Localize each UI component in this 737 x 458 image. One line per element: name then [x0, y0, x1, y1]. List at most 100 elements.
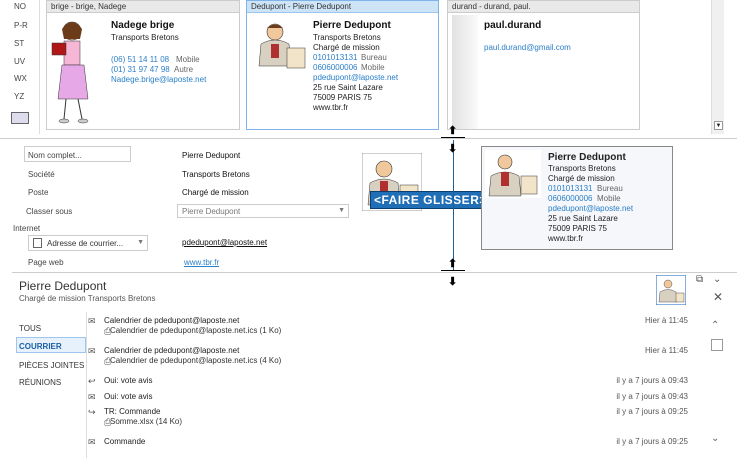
contact-phone[interactable]: (01) 31 97 47 98: [111, 65, 170, 74]
contact-card-icon: [33, 238, 42, 248]
person-name: Pierre Dedupont: [19, 279, 107, 293]
cards-scrollbar[interactable]: ▼: [711, 0, 724, 134]
contact-card[interactable]: durand - durand, paul. paul.durand paul.…: [447, 0, 640, 130]
attachment-icon: ⎙: [104, 326, 112, 336]
internet-label: Internet: [13, 224, 41, 233]
alpha-item[interactable]: NO: [14, 2, 26, 11]
close-icon[interactable]: ✕: [713, 290, 724, 304]
bc-company: Transports Bretons: [548, 164, 616, 173]
message-title: Calendrier de pdedupont@laposte.net: [104, 346, 240, 355]
alpha-item[interactable]: UV: [14, 57, 26, 66]
chevron-down-icon[interactable]: ▼: [338, 207, 345, 214]
message-item[interactable]: ✉ Calendrier de pdedupont@laposte.net Hi…: [88, 346, 688, 370]
phone-label: Mobile: [361, 63, 385, 72]
card-header: brige - brige, Nadege: [47, 1, 239, 13]
contact-company: Transports Bretons: [313, 33, 381, 42]
contact-phone[interactable]: 0606000006: [313, 63, 358, 72]
message-attachment[interactable]: Calendrier de pdedupont@laposte.net.ics …: [110, 356, 282, 365]
contact-photo-placeholder: [452, 15, 478, 129]
contact-photo: [253, 18, 307, 74]
splitter-line: [441, 270, 465, 271]
message-title: TR: Commande: [104, 407, 161, 416]
bc-web: www.tbr.fr: [548, 234, 584, 243]
message-item[interactable]: ↪ TR: Commande il y a 7 jours à 09:25 ⎙ …: [88, 407, 688, 431]
contact-email[interactable]: Nadege.brige@laposte.net: [111, 75, 207, 84]
contact-city: 75009 PARIS 75: [313, 93, 373, 102]
fullname-button[interactable]: [24, 146, 131, 162]
bc-phone-label: Mobile: [597, 194, 621, 203]
fileas-select[interactable]: Pierre Dedupont ▼: [177, 204, 349, 218]
alpha-item[interactable]: WX: [14, 74, 27, 83]
job-value[interactable]: Chargé de mission: [182, 188, 249, 197]
message-attachment[interactable]: Calendrier de pdedupont@laposte.net.ics …: [110, 326, 282, 335]
contact-view-icon[interactable]: [11, 112, 29, 124]
scroll-down-icon[interactable]: ⌄: [711, 433, 720, 444]
contact-name: Pierre Dedupont: [313, 20, 391, 31]
bc-street: 25 rue Saint Lazare: [548, 214, 618, 223]
message-item[interactable]: ✉ Oui: vote avis il y a 7 jours à 09:43: [88, 392, 688, 404]
contact-web[interactable]: www.tbr.fr: [313, 103, 349, 112]
message-attachment[interactable]: Somme.xlsx (14 Ko): [110, 417, 183, 426]
contact-card-selected[interactable]: Dedupont - Pierre Dedupont Pierre Dedupo…: [246, 0, 439, 130]
message-item[interactable]: ↩ Oui: vote avis il y a 7 jours à 09:43: [88, 376, 688, 388]
message-title: Oui: vote avis: [104, 392, 153, 401]
splitter-line: [441, 137, 465, 138]
email-value[interactable]: pdedupont@laposte.net: [182, 238, 268, 247]
bc-email: pdedupont@laposte.net: [548, 204, 634, 213]
email-type-label: Adresse de courrier...: [47, 239, 124, 248]
message-date: il y a 7 jours à 09:25: [616, 437, 688, 446]
tab-all[interactable]: TOUS: [19, 324, 42, 333]
contact-card[interactable]: brige - brige, Nadege Nadege brige Trans…: [46, 0, 240, 130]
contact-title: Chargé de mission: [313, 43, 380, 52]
contact-phone[interactable]: 0101013131: [313, 53, 358, 62]
contact-photo: [485, 150, 541, 198]
card-header: Dedupont - Pierre Dedupont: [247, 1, 438, 13]
fullname-value[interactable]: Pierre Dedupont: [182, 151, 241, 160]
chevron-down-icon[interactable]: ▼: [137, 239, 144, 246]
business-card-preview[interactable]: Pierre Dedupont Transports Bretons Charg…: [481, 146, 673, 250]
message-date: il y a 7 jours à 09:43: [616, 392, 688, 401]
company-label: Société: [28, 170, 55, 179]
alpha-item[interactable]: P-R: [14, 21, 28, 30]
alpha-item[interactable]: ST: [14, 39, 25, 48]
alpha-item[interactable]: YZ: [14, 92, 25, 101]
contact-email[interactable]: paul.durand@gmail.com: [484, 43, 571, 52]
card-header: durand - durand, paul.: [448, 1, 639, 13]
message-date: Hier à 11:45: [645, 346, 688, 355]
email-type-select[interactable]: Adresse de courrier... ▼: [28, 235, 148, 251]
message-date: Hier à 11:45: [645, 316, 688, 325]
tab-attachments[interactable]: PIÈCES JOINTES: [19, 361, 85, 370]
scroll-down-icon[interactable]: ▼: [714, 121, 723, 130]
web-value[interactable]: www.tbr.fr: [184, 258, 220, 267]
tab-meetings[interactable]: RÉUNIONS: [19, 378, 62, 387]
message-item[interactable]: ✉ Calendrier de pdedupont@laposte.net Hi…: [88, 316, 688, 340]
envelope-icon: ✉: [88, 346, 96, 356]
tab-mail[interactable]: COURRIER: [19, 342, 62, 351]
phone-label: Mobile: [176, 55, 200, 64]
tab-mail-selected[interactable]: [16, 337, 86, 353]
bc-city: 75009 PARIS 75: [548, 224, 608, 233]
scrollbar-thumb[interactable]: [711, 339, 723, 351]
contact-company: Transports Bretons: [111, 33, 179, 42]
arrow-down-icon: ⬇: [448, 143, 458, 155]
company-value[interactable]: Transports Bretons: [182, 170, 250, 179]
contact-email[interactable]: pdedupont@laposte.net: [313, 73, 399, 82]
fullname-label[interactable]: Nom complet...: [28, 151, 82, 160]
person-subtitle: Chargé de mission Transports Bretons: [19, 294, 156, 303]
contact-street: 25 rue Saint Lazare: [313, 83, 383, 92]
message-item[interactable]: ✉ Commande il y a 7 jours à 09:25: [88, 437, 688, 449]
contact-phone[interactable]: (06) 51 14 11 08: [111, 55, 170, 64]
arrow-up-icon: ⬆: [448, 125, 458, 137]
attachment-icon: ⎙: [104, 417, 112, 427]
reply-icon: ↩: [88, 376, 96, 386]
chevron-down-icon[interactable]: ⌄: [713, 274, 722, 285]
scroll-up-icon[interactable]: ⌃: [711, 320, 720, 331]
job-label: Poste: [28, 188, 49, 197]
arrow-down-icon: ⬇: [448, 276, 458, 288]
forward-icon: ↪: [88, 407, 96, 417]
copy-icon[interactable]: ⧉: [696, 274, 704, 285]
contact-name: Nadege brige: [111, 20, 175, 31]
divider: [12, 272, 737, 273]
arrow-up-icon: ⬆: [448, 258, 458, 270]
message-date: il y a 7 jours à 09:43: [616, 376, 688, 385]
